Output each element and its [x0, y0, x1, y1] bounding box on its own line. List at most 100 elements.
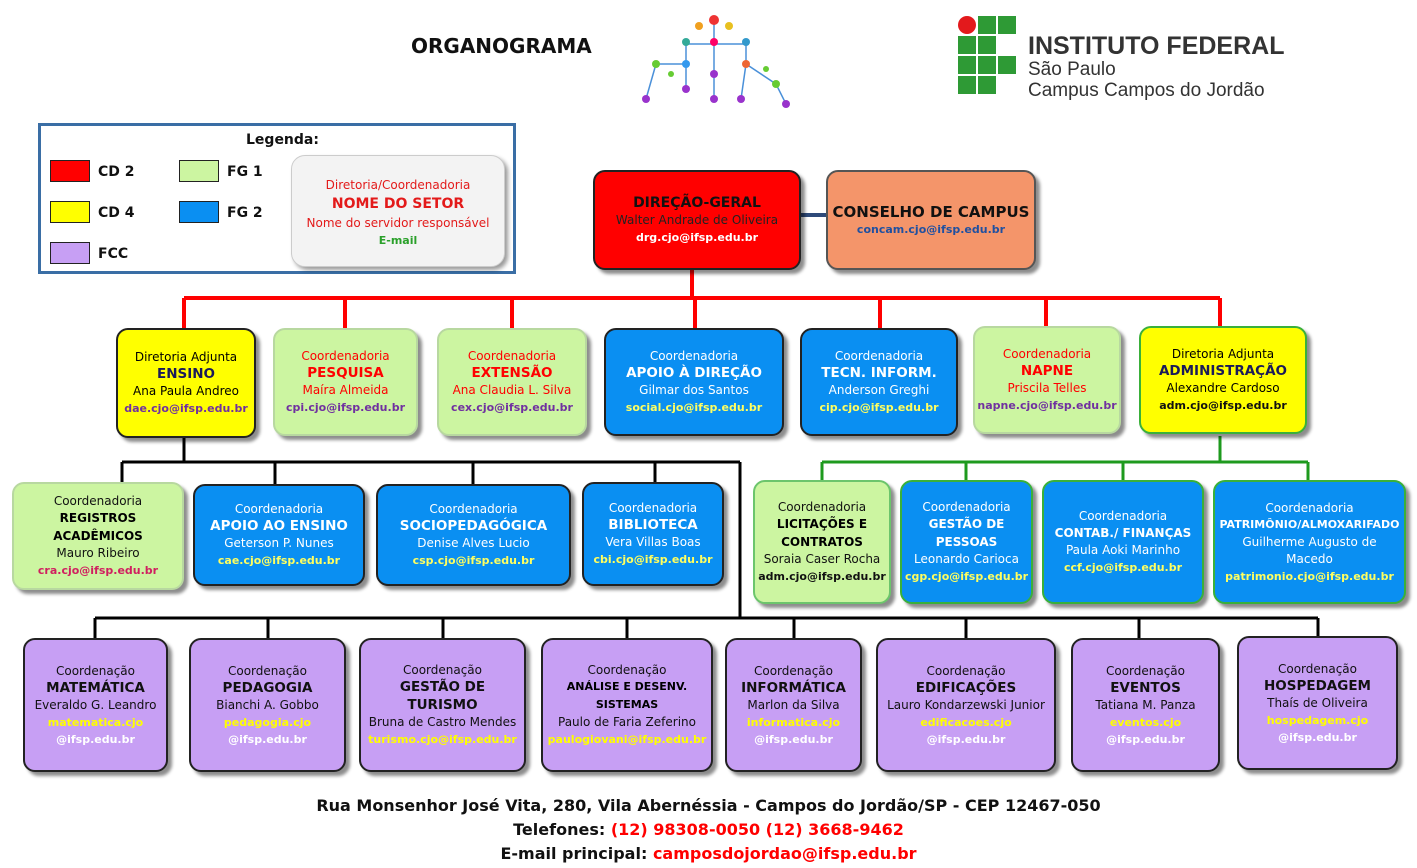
- footer-email-label: E-mail principal:: [500, 844, 648, 863]
- node-label: Coordenação: [227, 663, 308, 678]
- node-sociopedagogica[interactable]: Coordenadoria SOCIOPEDAGÓGICA Denise Alv…: [376, 484, 571, 586]
- node-label: Coordenadoria: [301, 349, 390, 363]
- legend-card-person: Nome do servidor responsável: [306, 216, 490, 230]
- node-person: Tatiana M. Panza: [1095, 697, 1196, 712]
- node-apoio-direcao[interactable]: Coordenadoria APOIO À DIREÇÃO Gilmar dos…: [604, 328, 784, 436]
- node-person: Ana Paula Andreo: [133, 384, 239, 398]
- legend-swatch-cd2: [50, 160, 90, 182]
- node-ensino[interactable]: Diretoria Adjunta ENSINO Ana Paula Andre…: [116, 328, 256, 438]
- node-email: cpi.cjo@ifsp.edu.br: [286, 401, 405, 414]
- page-title: ORGANOGRAMA: [411, 34, 592, 58]
- node-licitacoes[interactable]: Coordenadoria LICITAÇÕES E CONTRATOS Sor…: [753, 480, 891, 604]
- node-name: ANÁLISE E DESENV.: [566, 680, 688, 693]
- node-email-domain: @ifsp.edu.br: [926, 732, 1006, 746]
- node-name: PEDAGOGIA: [222, 679, 313, 696]
- node-apoio-ensino[interactable]: Coordenadoria APOIO AO ENSINO Geterson P…: [193, 484, 365, 586]
- node-email: paulogiovani@ifsp.edu.br: [547, 733, 707, 746]
- footer-address: Rua Monsenhor José Vita, 280, Vila Abern…: [316, 796, 1101, 815]
- footer-phones-value: (12) 98308-0050 (12) 3668-9462: [610, 820, 904, 839]
- node-person: Bruna de Castro Mendes: [368, 715, 517, 729]
- node-person: Thaís de Oliveira: [1267, 695, 1368, 710]
- node-registros-academicos[interactable]: Coordenadoria REGISTROS ACADÊMICOS Mauro…: [12, 482, 184, 590]
- legend-label-cd4: CD 4: [98, 205, 135, 221]
- node-eventos[interactable]: Coordenação EVENTOS Tatiana M. Panza eve…: [1071, 638, 1220, 772]
- node-napne[interactable]: Coordenadoria NAPNE Priscila Telles napn…: [973, 326, 1121, 434]
- node-email: cae.cjo@ifsp.edu.br: [217, 554, 341, 567]
- node-name: GESTÃO DE: [928, 517, 1005, 531]
- node-email-domain: @ifsp.edu.br: [1106, 732, 1185, 746]
- node-contab-financas[interactable]: Coordenadoria CONTAB./ FINANÇAS Paula Ao…: [1042, 480, 1204, 604]
- node-patrimonio[interactable]: Coordenadoria PATRIMÔNIO/ALMOXARIFADO Gu…: [1213, 480, 1406, 604]
- node-name: LICITAÇÕES E: [776, 517, 868, 531]
- node-name: APOIO À DIREÇÃO: [626, 365, 762, 381]
- node-label: Coordenadoria: [922, 500, 1011, 514]
- node-email: concam.cjo@ifsp.edu.br: [856, 222, 1006, 236]
- legend-swatch-fg1: [179, 160, 219, 182]
- node-informatica[interactable]: Coordenação INFORMÁTICA Marlon da Silva …: [725, 638, 862, 772]
- node-email: cgp.cjo@ifsp.edu.br: [904, 570, 1029, 583]
- legend-card-type: Diretoria/Coordenadoria: [325, 178, 471, 192]
- node-email: ccf.cjo@ifsp.edu.br: [1063, 561, 1183, 574]
- node-biblioteca[interactable]: Coordenadoria BIBLIOTECA Vera Villas Boa…: [582, 482, 724, 586]
- node-person: Leonardo Carioca: [914, 552, 1019, 566]
- node-hospedagem[interactable]: Coordenação HOSPEDAGEM Thaís de Oliveira…: [1237, 636, 1398, 770]
- node-label: Coordenadoria: [1265, 500, 1354, 515]
- footer-phones-label: Telefones:: [513, 820, 606, 839]
- node-conselho-campus[interactable]: CONSELHO DE CAMPUS concam.cjo@ifsp.edu.b…: [826, 170, 1036, 270]
- node-name: REGISTROS ACADÊMICOS: [53, 511, 143, 543]
- node-email: napne.cjo@ifsp.edu.br: [977, 399, 1117, 412]
- node-name: TECN. INFORM.: [821, 365, 937, 381]
- node-person: Anderson Greghi: [828, 383, 930, 397]
- node-gestao-turismo[interactable]: Coordenação GESTÃO DE TURISMO Bruna de C…: [359, 638, 526, 772]
- node-person: Soraia Caser Rocha: [763, 552, 881, 566]
- node-person: Ana Claudia L. Silva: [452, 383, 572, 397]
- node-person: Alexandre Cardoso: [1166, 381, 1280, 395]
- node-edificacoes[interactable]: Coordenação EDIFICAÇÕES Lauro Kondarzews…: [876, 638, 1056, 772]
- org-chart-icon: [642, 15, 790, 108]
- node-name: INFORMÁTICA: [741, 679, 846, 696]
- node-email: cex.cjo@ifsp.edu.br: [451, 401, 573, 414]
- node-person: Gilmar dos Santos: [639, 383, 749, 397]
- node-name: CONTAB./ FINANÇAS: [1054, 526, 1192, 540]
- node-name: BIBLIOTECA: [608, 517, 698, 533]
- node-person: Lauro Kondarzewski Junior: [887, 697, 1045, 712]
- node-person: Everaldo G. Leandro: [34, 697, 157, 712]
- legend-label-cd2: CD 2: [98, 164, 135, 180]
- legend-swatch-fg2: [179, 201, 219, 223]
- node-extensao[interactable]: Coordenadoria EXTENSÃO Ana Claudia L. Si…: [437, 328, 587, 436]
- node-person: Paulo de Faria Zeferino: [558, 715, 696, 729]
- footer-email-link[interactable]: camposdojordao@ifsp.edu.br: [652, 844, 917, 863]
- legend-sample-card: Diretoria/Coordenadoria NOME DO SETOR No…: [291, 155, 505, 267]
- node-label: Coordenadoria: [649, 349, 739, 363]
- node-email: informatica.cjo: [746, 715, 841, 729]
- node-analise-sistemas[interactable]: Coordenação ANÁLISE E DESENV. SISTEMAS P…: [541, 638, 713, 772]
- node-email: social.cjo@ifsp.edu.br: [625, 401, 763, 414]
- footer-phones: Telefones: (12) 98308-0050 (12) 3668-946…: [0, 820, 1417, 839]
- legend-label-fg1: FG 1: [227, 164, 263, 180]
- node-administracao[interactable]: Diretoria Adjunta ADMINISTRAÇÃO Alexandr…: [1139, 326, 1307, 434]
- node-email: eventos.cjo: [1109, 715, 1182, 729]
- legend-swatch-cd4: [50, 201, 90, 223]
- node-label: Coordenadoria: [234, 502, 324, 516]
- node-person: Maíra Almeida: [302, 383, 389, 397]
- footer-email: E-mail principal: camposdojordao@ifsp.ed…: [0, 844, 1417, 863]
- legend-card-email: E-mail: [378, 234, 418, 247]
- node-email: pedagogia.cjo: [223, 715, 312, 729]
- node-email: csp.cjo@ifsp.edu.br: [412, 554, 535, 567]
- node-direcao-geral[interactable]: DIREÇÃO-GERAL Walter Andrade de Oliveira…: [593, 170, 801, 270]
- node-gestao-pessoas[interactable]: Coordenadoria GESTÃO DE PESSOAS Leonardo…: [900, 480, 1033, 604]
- node-pesquisa[interactable]: Coordenadoria PESQUISA Maíra Almeida cpi…: [273, 328, 418, 436]
- if-logo: [958, 16, 1018, 98]
- node-tecn-inform[interactable]: Coordenadoria TECN. INFORM. Anderson Gre…: [800, 328, 958, 436]
- node-person: Priscila Telles: [1007, 381, 1087, 395]
- node-name: MATEMÁTICA: [46, 679, 145, 696]
- legend-swatch-fcc: [50, 242, 90, 264]
- node-label: Coordenadoria: [53, 494, 143, 508]
- node-matematica[interactable]: Coordenação MATEMÁTICA Everaldo G. Leand…: [23, 638, 168, 772]
- legend-title: Legenda:: [246, 132, 319, 148]
- node-email: adm.cjo@ifsp.edu.br: [1159, 399, 1287, 412]
- node-name: EVENTOS: [1110, 679, 1181, 696]
- node-person: Denise Alves Lucio: [417, 536, 530, 550]
- node-email: cip.cjo@ifsp.edu.br: [819, 401, 939, 414]
- node-pedagogia[interactable]: Coordenação PEDAGOGIA Bianchi A. Gobbo p…: [189, 638, 346, 772]
